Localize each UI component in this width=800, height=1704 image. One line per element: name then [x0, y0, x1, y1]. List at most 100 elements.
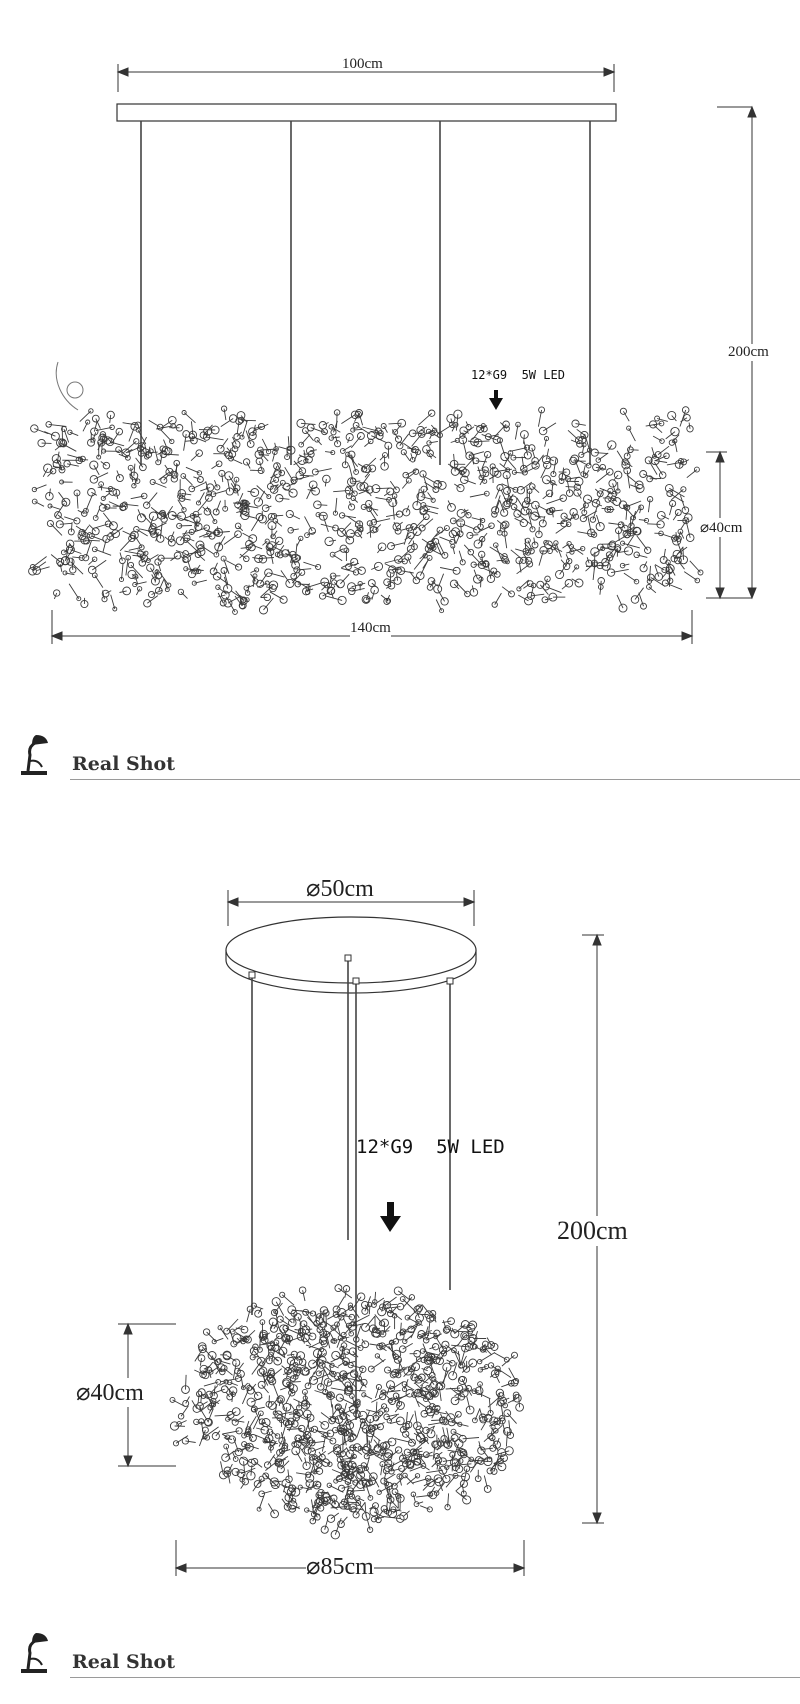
- crystal-bead: [674, 459, 684, 469]
- linear-canopy: [116, 103, 617, 122]
- branch-stem: [335, 1355, 351, 1365]
- crystal-bead: [489, 463, 496, 470]
- branch-stem: [213, 1361, 223, 1373]
- branch-stem: [542, 493, 550, 500]
- crystal-bead: [355, 1500, 362, 1506]
- crystal-bead: [204, 1434, 211, 1441]
- crystal-bead: [196, 470, 203, 476]
- branch-stem: [147, 595, 159, 604]
- branch-stem: [147, 516, 154, 533]
- crystal-bead: [416, 571, 425, 580]
- branch-stem: [595, 471, 611, 483]
- crystal-bead: [520, 430, 529, 439]
- branch-stem: [654, 564, 665, 571]
- crystal-bead: [458, 435, 468, 445]
- branch-stem: [232, 1446, 250, 1453]
- crystal-bead: [347, 477, 357, 487]
- branch-stem: [180, 591, 188, 599]
- branch-stem: [257, 1479, 266, 1485]
- crystal-bead: [372, 526, 379, 533]
- crystal-bead: [31, 486, 38, 493]
- branch-stem: [239, 553, 247, 560]
- crystal-bead: [361, 1322, 370, 1332]
- crystal-bead: [154, 586, 163, 595]
- branch-stem: [561, 582, 570, 590]
- crystal-bead: [330, 1370, 337, 1378]
- crystal-bead: [375, 1516, 382, 1524]
- branch-stem: [438, 1386, 442, 1401]
- crystal-bead: [424, 544, 434, 554]
- crystal-bead: [215, 584, 221, 590]
- branch-stem: [362, 426, 379, 432]
- branch-stem: [315, 1430, 331, 1434]
- branch-stem: [650, 577, 666, 587]
- crystal-bead: [271, 1297, 281, 1307]
- branch-stem: [160, 429, 173, 442]
- branch-stem: [501, 586, 512, 595]
- crystal-bead: [460, 1450, 468, 1459]
- branch-stem: [375, 487, 390, 490]
- branch-stem: [442, 1367, 448, 1384]
- crystal-bead: [177, 493, 184, 500]
- crystal-bead: [417, 1334, 423, 1340]
- crystal-bead: [617, 521, 625, 529]
- branch-stem: [585, 470, 590, 476]
- crystal-bead: [144, 454, 150, 460]
- crystal-bead: [204, 1417, 213, 1427]
- crystal-bead: [633, 551, 640, 559]
- crystal-bead: [370, 585, 379, 595]
- crystal-bead: [85, 419, 91, 425]
- branch-stem: [501, 1354, 515, 1367]
- crystal-bead: [436, 526, 444, 534]
- branch-stem: [329, 539, 337, 542]
- crystal-bead: [302, 1461, 311, 1470]
- branch-stem: [337, 527, 351, 541]
- branch-stem: [122, 530, 133, 537]
- crystal-bead: [377, 542, 387, 552]
- crystal-bead: [295, 554, 302, 561]
- crystal-bead: [335, 1393, 344, 1402]
- crystal-bead: [493, 1417, 501, 1425]
- crystal-bead: [318, 1453, 326, 1461]
- crystal-bead: [288, 1500, 298, 1510]
- branch-stem: [565, 554, 570, 562]
- crystal-bead: [127, 561, 135, 569]
- branch-stem: [249, 543, 263, 550]
- crystal-bead: [329, 572, 337, 580]
- crystal-bead: [73, 489, 81, 497]
- crystal-bead: [345, 493, 352, 500]
- crystal-bead: [330, 429, 337, 436]
- branch-stem: [246, 1426, 251, 1435]
- branch-stem: [163, 439, 169, 452]
- branch-stem: [93, 421, 98, 432]
- crystal-bead: [233, 488, 239, 494]
- branch-stem: [252, 1413, 262, 1430]
- branch-stem: [445, 1344, 461, 1356]
- crystal-bead: [464, 590, 471, 598]
- crystal-bead: [175, 424, 184, 432]
- branch-stem: [495, 487, 501, 499]
- branch-stem: [574, 458, 581, 474]
- crystal-bead: [392, 1392, 400, 1399]
- branch-stem: [274, 1302, 283, 1313]
- branch-stem: [260, 453, 269, 462]
- crystal-bead: [105, 437, 115, 447]
- branch-stem: [101, 438, 103, 455]
- crystal-bead: [508, 495, 518, 504]
- branch-stem: [480, 1417, 489, 1431]
- branch-stem: [246, 1309, 251, 1323]
- crystal-bead: [102, 534, 111, 543]
- round-branch-cluster: [169, 1284, 524, 1540]
- branch-stem: [299, 1322, 302, 1337]
- round-suspension-rods: [251, 959, 451, 1420]
- crystal-bead: [380, 462, 389, 471]
- crystal-bead: [182, 550, 189, 557]
- crystal-bead: [522, 548, 530, 555]
- branch-stem: [246, 584, 254, 589]
- branch-stem: [583, 510, 598, 519]
- branch-stem: [97, 442, 102, 451]
- crystal-bead: [358, 1410, 368, 1421]
- branch-stem: [461, 1483, 465, 1494]
- crystal-bead: [394, 555, 403, 564]
- crystal-bead: [484, 433, 492, 441]
